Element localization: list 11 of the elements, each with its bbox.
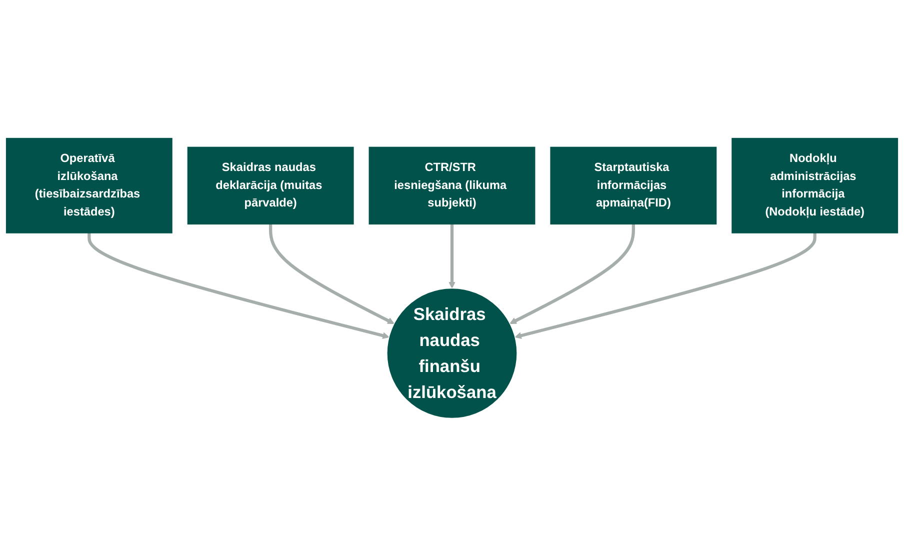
arrow — [514, 232, 816, 339]
arrow — [88, 232, 390, 339]
node-box: Starptautiska informācijas apmaiņa(FID) — [550, 146, 717, 224]
arrow — [510, 224, 635, 324]
node-box: Skaidras naudas deklarācija (muitas pārvalde) — [187, 146, 354, 224]
node-box: CTR/STR iesniegšana (likuma subjekti) — [368, 146, 536, 224]
node-box: Operatīvā izlūkošana (tiesībaizsardzības iestādes) — [6, 138, 172, 234]
arrow — [269, 224, 394, 324]
arrow — [448, 224, 456, 288]
node-circle: Skaidras naudas finanšu izlūkošana — [386, 287, 518, 418]
node-box: Nodokļu administrācijas informācija (Nodokļu iestāde) — [732, 138, 898, 234]
